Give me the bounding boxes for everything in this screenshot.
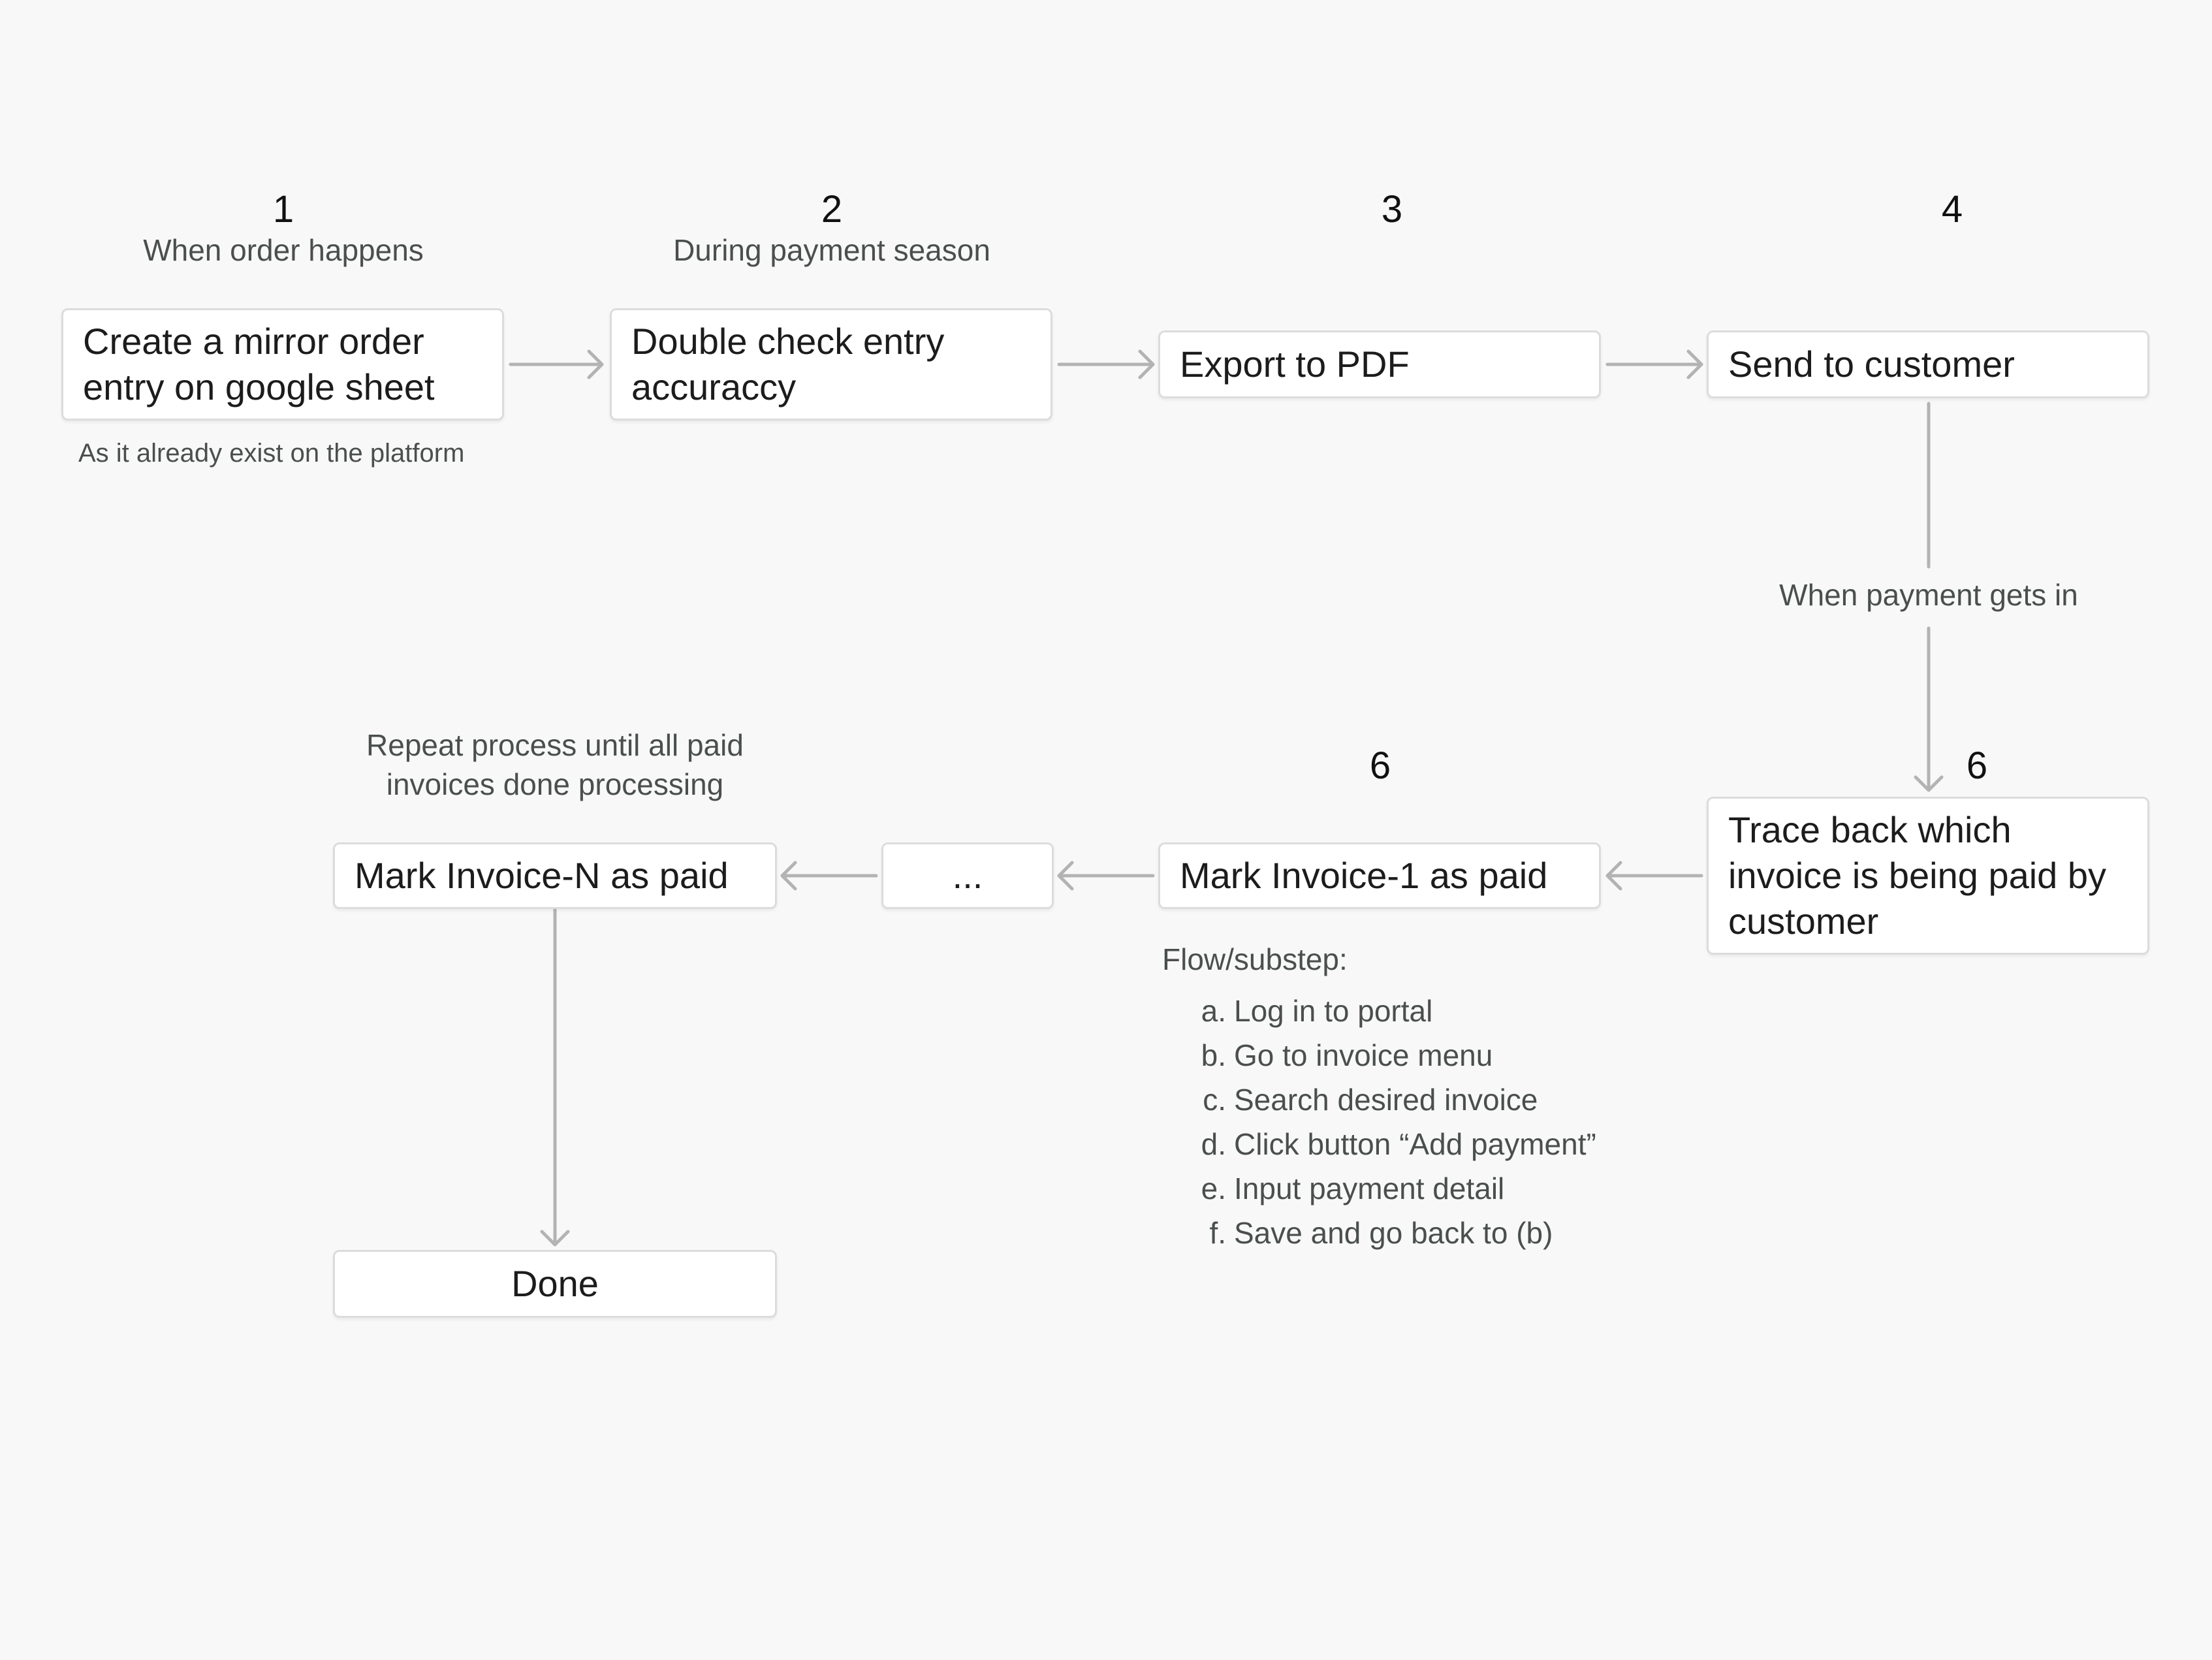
step-2-label: Double check entry accuraccy [631,321,945,407]
arrow-markN-to-done [540,904,570,1247]
step-2-node[interactable]: Double check entry accuraccy [610,308,1052,421]
trace-node[interactable]: Trace back which invoice is being paid b… [1707,797,2149,955]
mark-invoice-n-label: Mark Invoice-N as paid [355,855,729,896]
substeps-title: Flow/substep: [1162,942,1348,976]
substep-text: Click button “Add payment” [1234,1127,1596,1161]
edge-label-payment-in: When payment gets in [1779,578,2078,612]
substeps-block: Flow/substep: a.Log in to portal b.Go to… [1162,942,1596,1255]
ellipsis-label: ... [952,855,983,896]
mark1-step-number: 6 [1369,744,1391,787]
arrow-step4-to-trace [1914,402,1944,792]
arrow-mark1-to-ellipsis [1057,861,1155,891]
substep-text: Save and go back to (b) [1234,1216,1553,1250]
arrow-step3-to-step4 [1605,349,1703,379]
substep-text: Go to invoice menu [1234,1038,1493,1072]
arrow-trace-to-mark1 [1605,861,1703,891]
ellipsis-node[interactable]: ... [881,842,1054,909]
substep-text: Search desired invoice [1234,1083,1538,1117]
step-1-note: As it already exist on the platform [78,439,465,468]
substep-item: d.Click button “Add payment” [1162,1122,1596,1166]
arrow-step2-to-step3 [1057,349,1155,379]
substep-letter: f. [1209,1216,1226,1250]
step-4-label: Send to customer [1728,343,2015,385]
step-2-number: 2 [821,188,843,231]
step-1-label: Create a mirror order entry on google sh… [83,321,435,407]
mark-invoice-n-node[interactable]: Mark Invoice-N as paid [333,842,777,909]
substep-text: Input payment detail [1234,1172,1505,1205]
substep-item: b.Go to invoice menu [1162,1033,1596,1077]
arrow-ellipsis-to-markN [780,861,878,891]
step-1-node[interactable]: Create a mirror order entry on google sh… [61,308,504,421]
done-node[interactable]: Done [333,1250,777,1318]
substep-item: f.Save and go back to (b) [1162,1211,1596,1255]
arrow-step1-to-step2 [509,349,604,379]
step-3-node[interactable]: Export to PDF [1158,330,1601,398]
step-3-label: Export to PDF [1180,343,1410,385]
markN-repeat-note: Repeat process until all paid invoices d… [366,728,744,801]
substep-letter: e. [1201,1172,1226,1205]
done-label: Done [511,1263,599,1304]
trace-label: Trace back which invoice is being paid b… [1728,809,2107,942]
step-1-when-caption: When order happens [143,233,424,267]
step-4-node[interactable]: Send to customer [1707,330,2149,398]
substep-item: e.Input payment detail [1162,1166,1596,1211]
step-4-number: 4 [1941,188,1963,231]
substep-letter: a. [1201,994,1226,1028]
step-1-number: 1 [272,188,294,231]
step-2-when-caption: During payment season [673,233,990,267]
substep-item: a.Log in to portal [1162,989,1596,1033]
substeps-list: a.Log in to portal b.Go to invoice menu … [1162,989,1596,1255]
mark-invoice-1-node[interactable]: Mark Invoice-1 as paid [1158,842,1601,909]
substep-text: Log in to portal [1234,994,1433,1028]
step-3-number: 3 [1381,188,1403,231]
substep-letter: c. [1203,1083,1226,1117]
substep-item: c.Search desired invoice [1162,1077,1596,1122]
substep-letter: b. [1201,1038,1226,1072]
substep-letter: d. [1201,1127,1226,1161]
trace-step-number: 6 [1966,744,1988,787]
mark-invoice-1-label: Mark Invoice-1 as paid [1180,855,1548,896]
